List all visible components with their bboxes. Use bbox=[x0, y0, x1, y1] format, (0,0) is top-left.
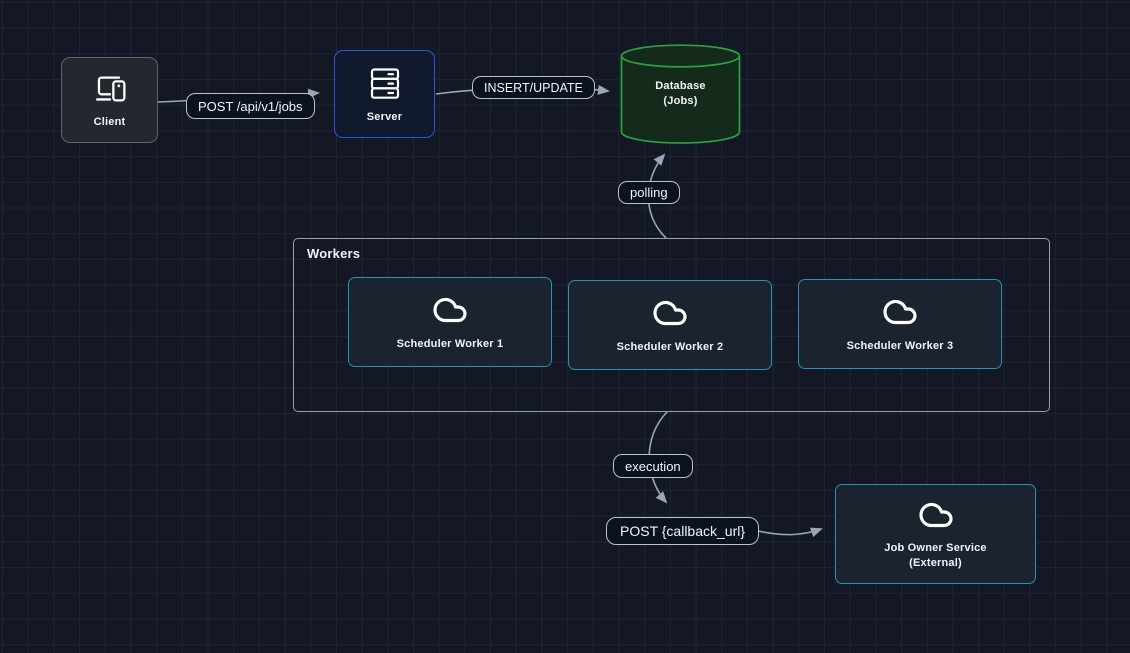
scheduler-worker-2-node[interactable]: Scheduler Worker 2 bbox=[568, 280, 772, 370]
cloud-icon bbox=[426, 292, 474, 328]
scheduler-worker-1-label: Scheduler Worker 1 bbox=[396, 338, 504, 351]
edge-callback-to-job-owner[interactable] bbox=[757, 527, 823, 538]
job-owner-label-line2: (External) bbox=[909, 557, 962, 569]
edge-label-execution[interactable]: execution bbox=[613, 454, 693, 478]
edge-label-insert-update[interactable]: INSERT/UPDATE bbox=[472, 76, 595, 99]
client-label: Client bbox=[93, 116, 126, 129]
cloud-icon bbox=[646, 295, 694, 331]
database-label-line2: (Jobs) bbox=[663, 95, 698, 107]
scheduler-worker-1-node[interactable]: Scheduler Worker 1 bbox=[348, 277, 552, 367]
edge-label-post-callback-url[interactable]: POST {callback_url} bbox=[606, 517, 760, 545]
scheduler-worker-3-node[interactable]: Scheduler Worker 3 bbox=[798, 279, 1002, 369]
workers-group-title: Workers bbox=[307, 246, 361, 261]
scheduler-worker-3-label: Scheduler Worker 3 bbox=[846, 340, 954, 353]
server-label: Server bbox=[366, 110, 403, 123]
cloud-icon bbox=[876, 294, 924, 330]
server-node[interactable]: Server bbox=[334, 50, 435, 138]
edge-label-polling[interactable]: polling bbox=[618, 181, 680, 204]
scheduler-worker-2-label: Scheduler Worker 2 bbox=[616, 341, 724, 354]
database-node[interactable]: Database (Jobs) bbox=[620, 44, 741, 144]
job-owner-label-line1: Job Owner Service bbox=[884, 542, 987, 555]
edge-label-post-jobs[interactable]: POST /api/v1/jobs bbox=[186, 93, 315, 119]
job-owner-service-node[interactable]: Job Owner Service (External) bbox=[835, 484, 1036, 584]
server-stack-icon bbox=[362, 64, 408, 104]
devices-icon bbox=[88, 70, 132, 108]
database-cylinder-shape bbox=[620, 44, 741, 144]
workers-group[interactable]: Workers bbox=[293, 238, 1050, 412]
cloud-icon bbox=[912, 497, 960, 533]
client-node[interactable]: Client bbox=[61, 57, 158, 143]
database-label-line1: Database bbox=[655, 80, 706, 93]
